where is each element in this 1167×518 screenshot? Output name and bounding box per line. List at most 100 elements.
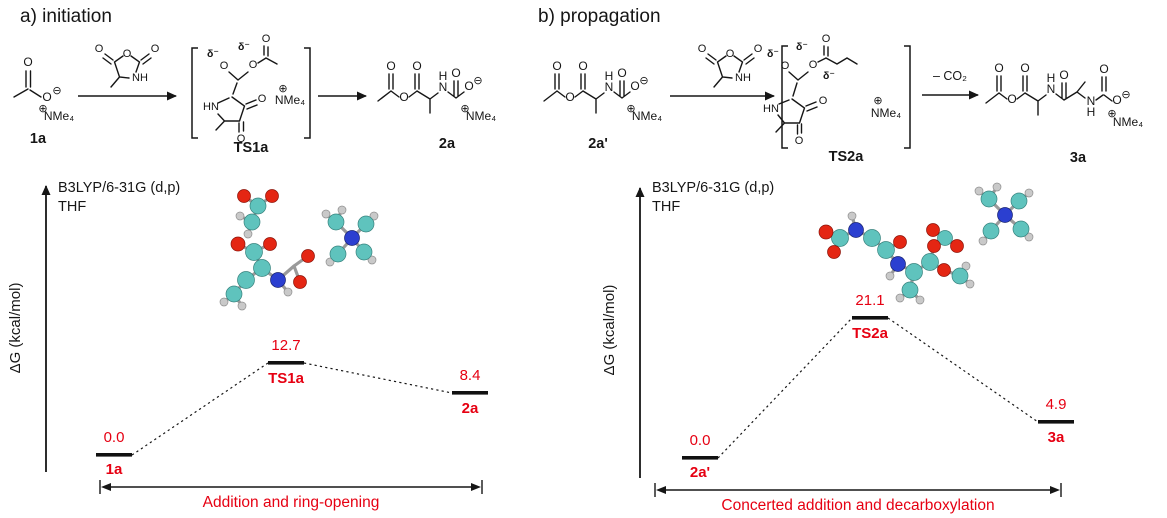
x-axis-span-arrow — [99, 480, 483, 494]
atom-label-O: O — [781, 60, 790, 72]
energy-value: 4.9 — [1046, 396, 1067, 413]
bracket-left — [781, 45, 788, 149]
energy-level-3a — [1038, 420, 1074, 424]
structure-nca: O O O NH — [95, 43, 160, 88]
panel-a: a) initiation O O ⊖ ⊕ NMe₄ 1a O O O NH δ… — [7, 6, 496, 511]
energy-diagram-a: ΔG (kcal/mol) B3LYP/6-31G (d,p) THF 0.0 … — [7, 180, 488, 511]
atom-label-N: N — [605, 80, 614, 94]
molecule-3d-ts2a — [818, 182, 1034, 305]
skeleton — [775, 45, 858, 135]
energy-value: 0.0 — [690, 432, 711, 449]
level-label: 3a — [1048, 429, 1065, 446]
energy-value: 8.4 — [460, 367, 481, 384]
atom-label-O: O — [95, 43, 104, 55]
atom-label-O: O — [726, 48, 735, 60]
counterion-label: NMe₄ — [871, 106, 901, 120]
species-label-ts1a: TS1a — [234, 140, 270, 156]
atom-label-O: O — [822, 33, 831, 45]
x-axis-caption: Addition and ring-opening — [203, 494, 380, 511]
delta-minus-label: δ⁻ — [207, 48, 219, 60]
skeleton — [705, 53, 755, 88]
profile-connector — [887, 317, 1039, 423]
species-label-1a: 1a — [30, 131, 47, 147]
structure-nca: O O O NH — [698, 43, 763, 88]
bracket-right — [304, 47, 311, 139]
co2-loss-label: – CO₂ — [933, 69, 967, 83]
atom-label-O: O — [552, 59, 561, 73]
y-axis-label: ΔG (kcal/mol) — [601, 285, 618, 376]
level-label: TS2a — [852, 325, 889, 342]
atom-label-O: O — [994, 61, 1003, 75]
atom-label-NH: NH — [735, 72, 751, 84]
structure-ts1a: δ⁻ δ⁻ O O O O O HN ⊕ NMe₄ TS1a — [191, 33, 311, 156]
hydrogen-atoms — [847, 182, 1034, 305]
minus-charge-icon: ⊖ — [52, 85, 61, 97]
minus-charge-icon: ⊖ — [1121, 89, 1130, 101]
oxygen-atoms — [818, 223, 964, 277]
energy-value: 21.1 — [855, 292, 884, 309]
delta-minus-label: δ⁻ — [796, 41, 808, 53]
energy-value: 0.0 — [104, 429, 125, 446]
atom-label-O: O — [1112, 93, 1121, 107]
counterion-label: NMe₄ — [44, 109, 74, 123]
atom-label-O: O — [754, 43, 763, 55]
energy-level-ts1a — [268, 361, 304, 365]
structure-ts2a: δ⁻ δ⁻ δ⁻ O O O O O HN ⊕ NMe₄ TS2a — [763, 33, 911, 165]
profile-connector — [717, 317, 853, 459]
structure-3a: O O O N H O N H O O ⊖ ⊕ NMe₄ 3a — [985, 61, 1143, 166]
counterion-label: NMe₄ — [466, 109, 496, 123]
atom-label-O: O — [464, 79, 473, 93]
atom-label-O: O — [578, 59, 587, 73]
atom-label-N: N — [1087, 94, 1096, 108]
atom-label-O: O — [399, 90, 408, 104]
atom-label-N: N — [1047, 82, 1056, 96]
atom-label-O: O — [386, 59, 395, 73]
delta-minus-label: δ⁻ — [823, 70, 835, 82]
x-axis-caption: Concerted addition and decarboxylation — [721, 497, 994, 514]
atom-label-O: O — [151, 43, 160, 55]
atom-label-H: H — [439, 69, 448, 83]
atom-label-HN: HN — [203, 101, 219, 113]
panel-b: b) propagation O O O N H O O ⊖ ⊕ NMe₄ 2a… — [538, 6, 1143, 514]
atom-label-O: O — [795, 135, 804, 147]
structure-1a: O O ⊖ ⊕ NMe₄ 1a — [13, 55, 74, 147]
solvent-label: THF — [652, 199, 680, 215]
counterion-label: NMe₄ — [1113, 115, 1143, 129]
atom-label-H: H — [1087, 105, 1096, 119]
atom-label-O: O — [249, 59, 258, 71]
profile-connector — [131, 362, 269, 456]
delta-minus-label: δ⁻ — [767, 48, 779, 60]
nitrogen-atoms — [270, 230, 360, 288]
solvent-label: THF — [58, 199, 86, 215]
x-axis-span-arrow — [654, 483, 1062, 497]
profile-connector — [303, 362, 453, 394]
carbon-atoms — [225, 197, 375, 303]
panel-a-title: a) initiation — [20, 6, 112, 27]
energy-level-ts2a — [852, 316, 888, 320]
species-label-2a: 2a — [439, 136, 456, 152]
atom-label-NH: NH — [132, 72, 148, 84]
plus-charge-icon: ⊕ — [626, 103, 635, 115]
molecule-3d-ts1a — [219, 189, 379, 311]
energy-level-1a — [96, 453, 132, 457]
bracket-right — [904, 45, 911, 149]
atom-label-O: O — [220, 60, 229, 72]
energy-level-2a — [452, 391, 488, 395]
structure-2a: O O O N H O O ⊖ ⊕ NMe₄ 2a — [377, 59, 496, 152]
counterion-label: NMe₄ — [632, 109, 662, 123]
plus-charge-icon: ⊕ — [460, 103, 469, 115]
minus-charge-icon: ⊖ — [639, 75, 648, 87]
atom-label-O: O — [565, 90, 574, 104]
atom-label-O: O — [819, 95, 828, 107]
atom-label-O: O — [1059, 68, 1068, 82]
plus-charge-icon: ⊕ — [873, 95, 882, 107]
atom-label-HN: HN — [763, 103, 779, 115]
method-label: B3LYP/6-31G (d,p) — [652, 180, 774, 196]
atom-label-O: O — [809, 59, 818, 71]
level-label: 2a' — [690, 464, 710, 481]
energy-value: 12.7 — [271, 337, 300, 354]
level-label: TS1a — [268, 370, 305, 387]
plus-charge-icon: ⊕ — [278, 83, 287, 95]
energy-diagram-b: ΔG (kcal/mol) B3LYP/6-31G (d,p) THF 0.0 … — [601, 180, 1074, 514]
